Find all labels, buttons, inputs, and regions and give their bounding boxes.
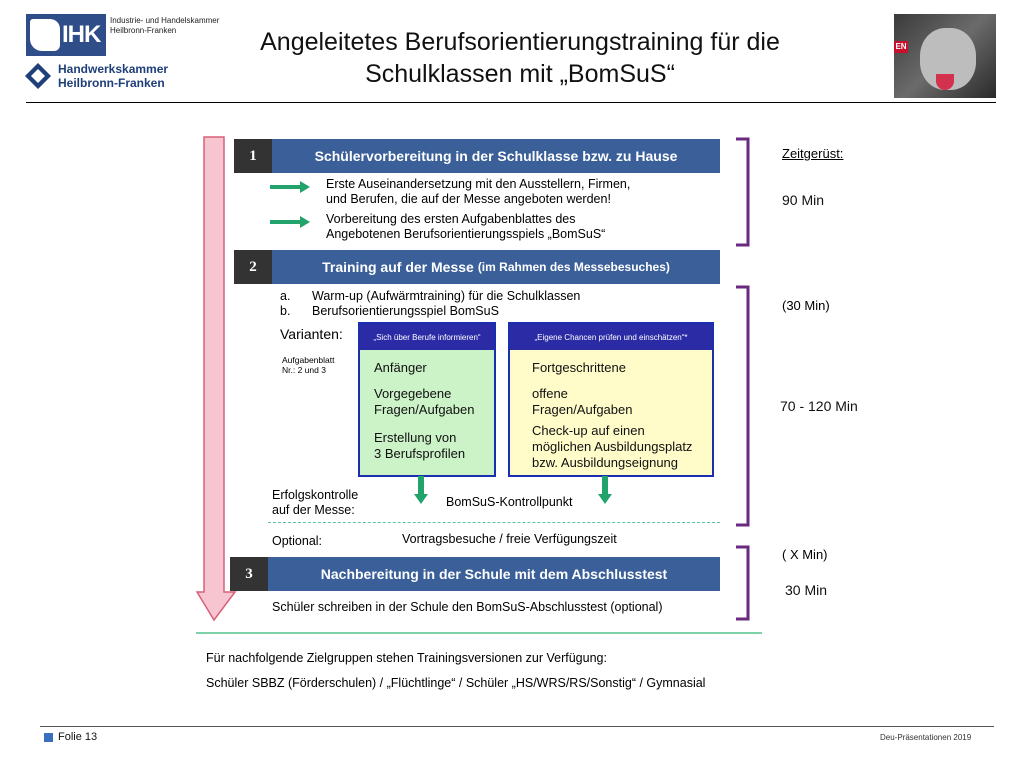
- step-number-1: 1: [234, 139, 272, 173]
- step1-item-1-line2: und Berufen, die auf der Messe angeboten…: [326, 192, 611, 206]
- green-arrow-icon: [270, 181, 310, 193]
- target-groups-intro: Für nachfolgende Zielgruppen stehen Trai…: [206, 651, 607, 665]
- variant-box-advanced-tasks-line2: Fragen/Aufgaben: [532, 402, 633, 417]
- kontrollpunkt-label: BomSuS-Kontrollpunkt: [446, 495, 573, 509]
- handwerkskammer-name: Handwerkskammer Heilbronn-Franken: [58, 62, 168, 90]
- step-title-1-text: Schülervorbereitung in der Schulklasse b…: [314, 148, 678, 164]
- erfolgskontrolle-label: Erfolgskontrolle auf der Messe:: [272, 488, 358, 518]
- varianten-note: Aufgabenblatt Nr.: 2 und 3: [282, 355, 334, 375]
- variant-box-beginner-tasks-line1: Vorgegebene: [374, 386, 452, 401]
- hwk-line2: Heilbronn-Franken: [58, 76, 165, 90]
- step2-list-marker-a: a.: [280, 289, 291, 303]
- ihk-subtitle-line2: Heilbronn-Franken: [110, 26, 177, 35]
- varianten-label: Varianten:: [280, 326, 343, 342]
- photo-portrait: EN: [894, 14, 996, 98]
- ihk-logo-text: IHK: [62, 21, 101, 48]
- step1-item-2-line2: Angebotenen Berufsorientierungsspiels „B…: [326, 227, 606, 241]
- variant-box-advanced-extra-line2: möglichen Ausbildungsplatz: [532, 439, 693, 454]
- step-title-3-text: Nachbereitung in der Schule mit dem Absc…: [320, 566, 668, 582]
- ihk-subtitle: Industrie- und Handelskammer Heilbronn-F…: [110, 16, 219, 36]
- slide-number: Folie 13: [58, 731, 98, 743]
- variant-box-advanced-extra: Check-up auf einen möglichen Ausbildungs…: [532, 423, 692, 471]
- time-step2-top: (30 Min): [782, 298, 830, 313]
- variant-box-beginner-extra-line1: Erstellung von: [374, 430, 457, 445]
- bracket-icon: [736, 285, 750, 527]
- footer-source: Deu-Präsentationen 2019: [880, 733, 972, 742]
- erfolgskontrolle-line2: auf der Messe:: [272, 503, 355, 517]
- footer-divider: [40, 726, 994, 727]
- step-bar-1: 1 Schülervorbereitung in der Schulklasse…: [234, 139, 720, 173]
- variant-box-advanced-extra-line1: Check-up auf einen: [532, 423, 645, 438]
- varianten-note-line2: Nr.: 2 und 3: [282, 365, 326, 375]
- step2-list-marker-b: b.: [280, 304, 291, 318]
- variant-box-beginner-tasks: Vorgegebene Fragen/Aufgaben: [374, 386, 474, 418]
- time-step3-top: ( X Min): [782, 547, 828, 562]
- variant-box-advanced-tasks-line1: offene: [532, 386, 568, 401]
- side-arrow-icon: [195, 136, 237, 622]
- down-arrow-icon: [598, 476, 612, 504]
- step-subtitle-2: (im Rahmen des Messebesuches): [477, 260, 670, 274]
- variant-box-beginner: „Sich über Berufe informieren“ Anfänger …: [358, 322, 496, 477]
- green-divider: [196, 632, 762, 634]
- variant-box-beginner-level: Anfänger: [374, 360, 427, 375]
- step-bar-2: 2 Training auf der Messe (im Rahmen des …: [234, 250, 720, 284]
- step2-list-item-b: Berufsorientierungsspiel BomSuS: [312, 304, 499, 318]
- timeline-heading: Zeitgerüst:: [782, 146, 844, 161]
- variant-box-beginner-tasks-line2: Fragen/Aufgaben: [374, 402, 475, 417]
- step-number-2: 2: [234, 250, 272, 284]
- step-title-3: Nachbereitung in der Schule mit dem Absc…: [268, 557, 720, 591]
- photo-tongue: [936, 74, 954, 90]
- variant-box-advanced-level: Fortgeschrittene: [532, 360, 626, 375]
- ihk-map-shape: [30, 19, 60, 51]
- step1-item-1-line1: Erste Auseinandersetzung mit den Ausstel…: [326, 177, 631, 191]
- step-title-2-text: Training auf der Messe: [322, 259, 474, 275]
- varianten-note-line1: Aufgabenblatt: [282, 355, 335, 365]
- page-title: Angeleitetes Berufsorientierungstraining…: [210, 26, 830, 90]
- optional-text: Vortragsbesuche / freie Verfügungszeit: [402, 532, 617, 546]
- hwk-line1: Handwerkskammer: [58, 62, 169, 76]
- dotted-divider: [268, 522, 720, 523]
- step2-list-item-a: Warm-up (Aufwärmtraining) für die Schulk…: [312, 289, 581, 303]
- step1-item-2: Vorbereitung des ersten Aufgabenblattes …: [326, 212, 605, 242]
- step1-item-1: Erste Auseinandersetzung mit den Ausstel…: [326, 177, 630, 207]
- erfolgskontrolle-line1: Erfolgskontrolle: [272, 488, 359, 502]
- footer-square-icon: [44, 733, 53, 742]
- step-bar-3: 3 Nachbereitung in der Schule mit dem Ab…: [230, 557, 720, 591]
- variant-box-advanced-tasks: offene Fragen/Aufgaben: [532, 386, 632, 418]
- bracket-icon: [736, 137, 750, 247]
- handwerkskammer-logo-icon: [25, 63, 51, 89]
- ihk-logo: IHK: [26, 14, 106, 56]
- step-title-2: Training auf der Messe (im Rahmen des Me…: [272, 250, 720, 284]
- target-groups-list: Schüler SBBZ (Förderschulen) / „Flüchtli…: [206, 676, 706, 690]
- green-arrow-icon: [270, 216, 310, 228]
- variant-box-advanced-header: „Eigene Chancen prüfen und einschätzen“*: [510, 324, 712, 350]
- step-number-3: 3: [230, 557, 268, 591]
- variant-box-beginner-extra: Erstellung von 3 Berufsprofilen: [374, 430, 465, 462]
- variant-box-beginner-header: „Sich über Berufe informieren“: [360, 324, 494, 350]
- title-line2: Schulklassen mit „BomSuS“: [365, 60, 675, 88]
- ihk-subtitle-line1: Industrie- und Handelskammer: [110, 16, 220, 25]
- title-line1: Angeleitetes Berufsorientierungstraining…: [260, 28, 780, 56]
- step3-note: Schüler schreiben in der Schule den BomS…: [272, 600, 663, 614]
- time-step2-main: 70 - 120 Min: [780, 398, 858, 414]
- step1-item-2-line1: Vorbereitung des ersten Aufgabenblattes …: [326, 212, 576, 226]
- step-title-1: Schülervorbereitung in der Schulklasse b…: [272, 139, 720, 173]
- photo-badge: EN: [894, 41, 908, 53]
- header-divider: [26, 102, 996, 103]
- variant-box-advanced-extra-line3: bzw. Ausbildungseignung: [532, 455, 679, 470]
- variant-box-beginner-extra-line2: 3 Berufsprofilen: [374, 446, 466, 461]
- optional-label: Optional:: [272, 534, 323, 548]
- time-step3-main: 30 Min: [785, 582, 828, 598]
- down-arrow-icon: [414, 476, 428, 504]
- bracket-icon: [736, 545, 750, 621]
- time-step1: 90 Min: [782, 192, 825, 208]
- variant-box-advanced: „Eigene Chancen prüfen und einschätzen“*…: [508, 322, 714, 477]
